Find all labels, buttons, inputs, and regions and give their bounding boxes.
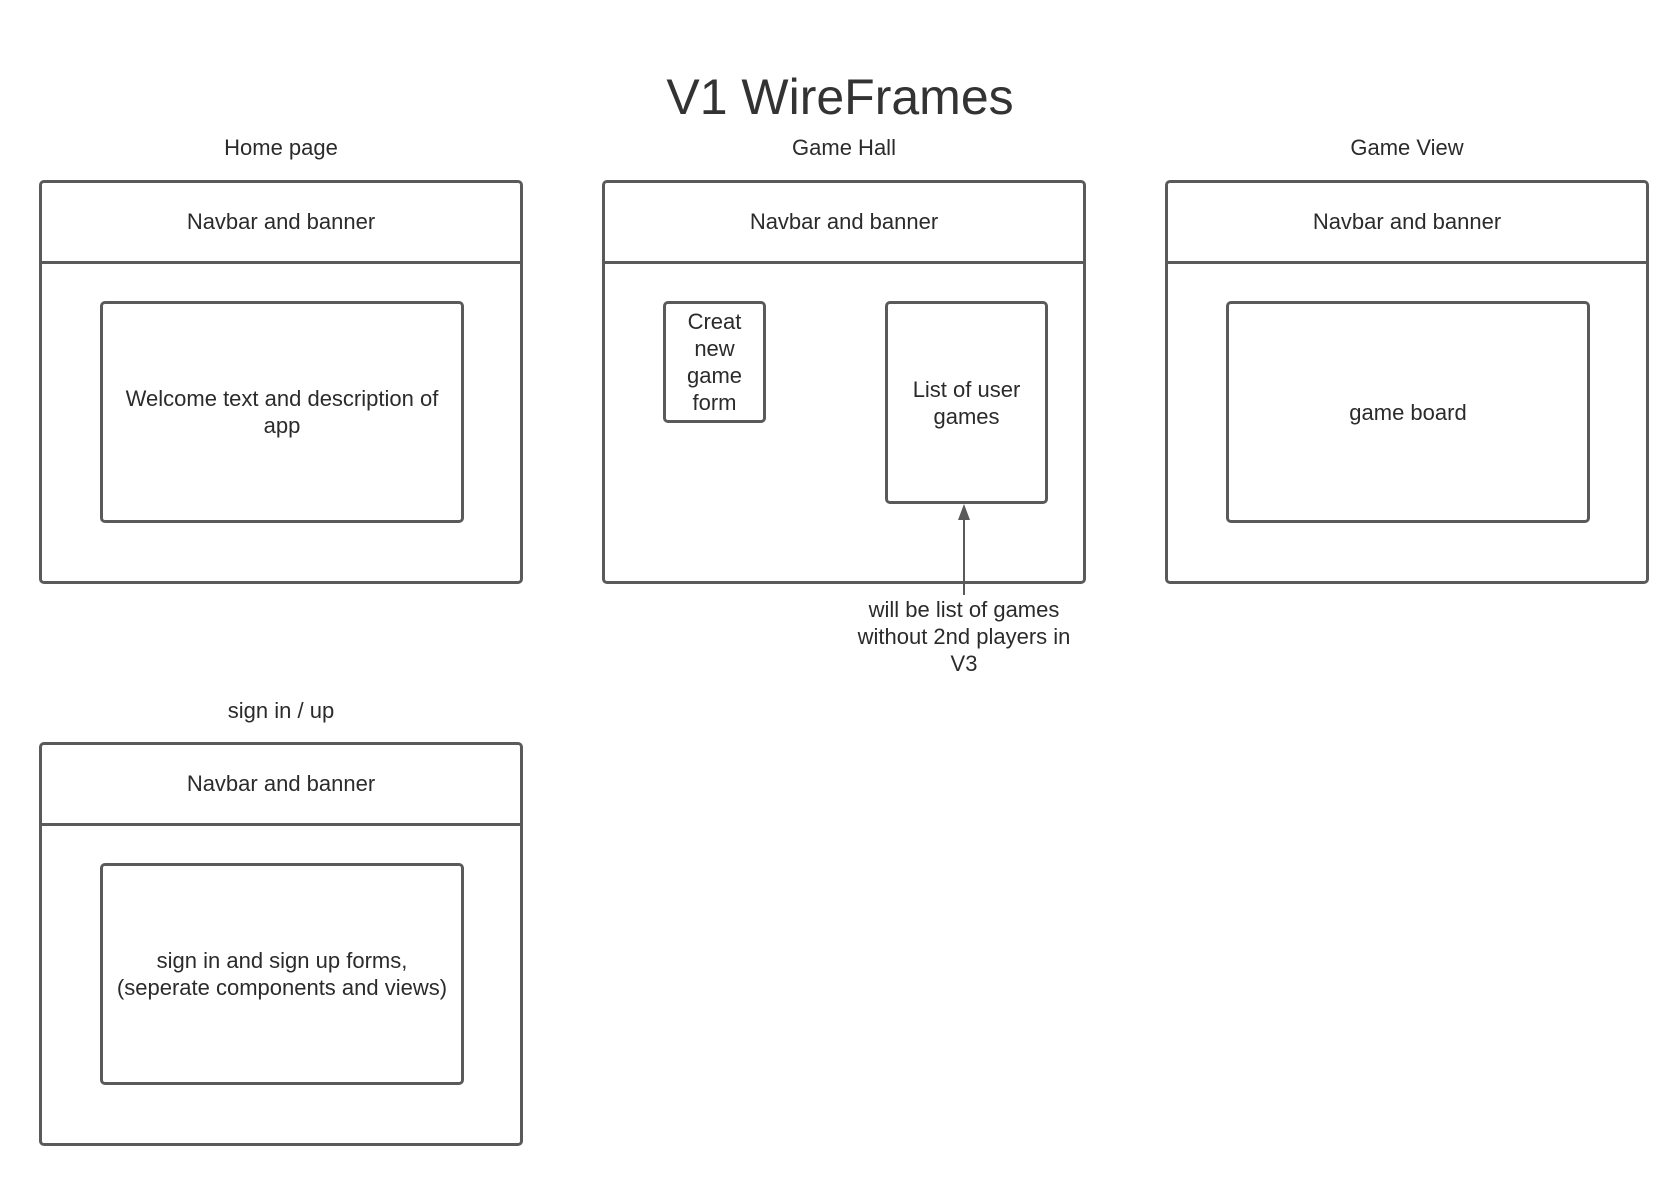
game-hall-label: Game Hall <box>792 135 896 160</box>
diagram-title: V1 WireFrames <box>666 69 1014 125</box>
home-navbar-box: Navbar and banner <box>42 183 520 264</box>
sign-in-up-label: sign in / up <box>227 698 335 723</box>
home-page-wireframe: Navbar and banner Welcome text and descr… <box>39 180 523 584</box>
game-view-label: Game View <box>1350 135 1464 160</box>
game-view-navbar-box: Navbar and banner <box>1168 183 1646 264</box>
game-hall-wireframe: Navbar and banner Creat new game form Li… <box>602 180 1086 584</box>
home-page-label: Home page <box>224 135 338 160</box>
sign-in-up-navbar-box: Navbar and banner <box>42 745 520 826</box>
sign-in-up-wireframe: Navbar and banner sign in and sign up fo… <box>39 742 523 1146</box>
game-view-wireframe: Navbar and banner game board <box>1165 180 1649 584</box>
game-hall-annotation: will be list of games without 2nd player… <box>857 597 1071 676</box>
home-welcome-box: Welcome text and description of app <box>100 301 464 523</box>
game-board-box: game board <box>1226 301 1590 523</box>
sign-in-forms-box: sign in and sign up forms, (seperate com… <box>100 863 464 1085</box>
create-game-form-box: Creat new game form <box>663 301 766 423</box>
user-games-list-box: List of user games <box>885 301 1048 504</box>
game-hall-navbar-box: Navbar and banner <box>605 183 1083 264</box>
